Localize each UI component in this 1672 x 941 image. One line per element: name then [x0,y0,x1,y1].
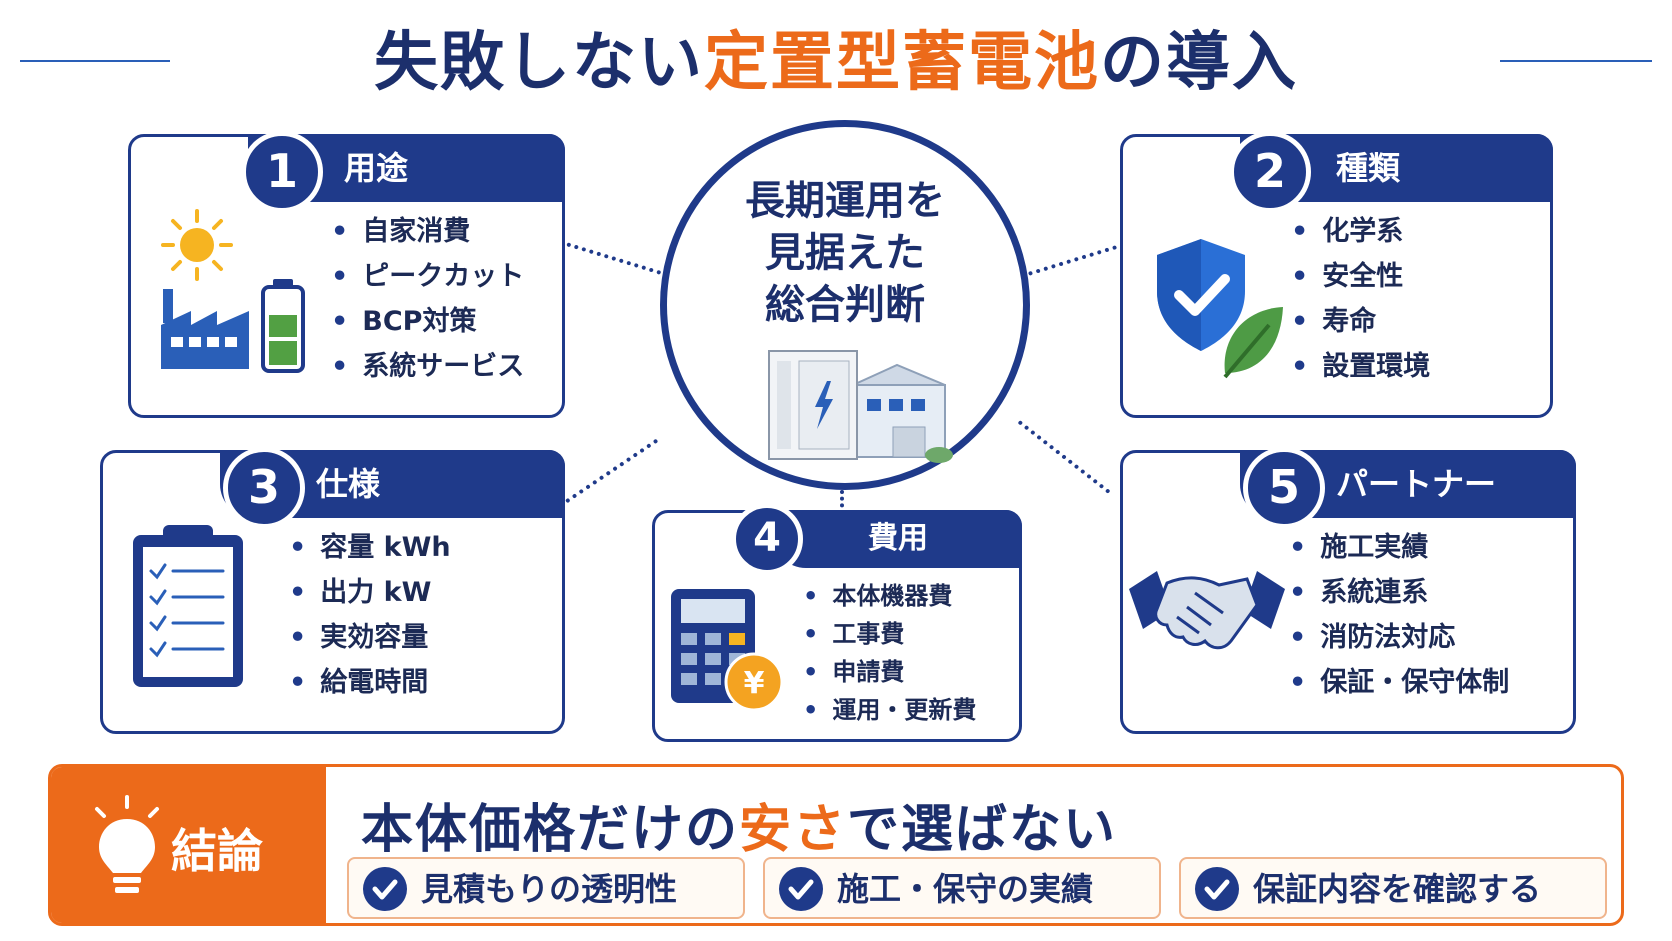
card-type-heading: 種類 [1336,149,1401,187]
check-item-3: 保証内容を確認する [1179,857,1607,919]
connector-2 [1028,245,1118,276]
battery-cabinet-icon [768,350,953,463]
title-rule-right [1500,60,1652,62]
conclusion-label: 結論 [171,824,263,878]
list-item: 系統連系 [1289,570,1509,615]
center-text: 長期運用を 見据えた 総合判断 [667,175,1023,331]
card-cost-number: 4 [731,503,803,575]
card-partner-heading: パートナー [1336,465,1497,503]
card-spec-heading: 仕様 [316,465,381,503]
card-cost-list: 本体機器費 工事費 申請費 運用・更新費 [803,577,976,729]
shield-check-icon [1157,239,1245,351]
card-usage-heading: 用途 [344,149,409,187]
check-circle-icon [1195,867,1239,911]
factory-icon [161,289,249,369]
list-item: 設置環境 [1291,344,1430,389]
card-spec-number: 3 [223,447,305,529]
list-item: 施工実績 [1289,525,1509,570]
card-cost-heading: 費用 [868,521,928,556]
check-item-label: 施工・保守の実績 [837,870,1094,908]
list-item: 保証・保守体制 [1289,660,1509,705]
list-item: 工事費 [803,615,976,653]
conclusion-main-suffix: で選ばない [847,800,1118,860]
list-item: 自家消費 [331,209,524,254]
list-item: 実効容量 [289,615,451,660]
conclusion-label-box: 結論 [51,767,326,923]
card-type: 種類 2 化学系 安全性 寿命 設置環境 [1120,131,1553,418]
check-item-label: 保証内容を確認する [1253,870,1542,908]
list-item: 安全性 [1291,254,1430,299]
conclusion-main-highlight: 安さ [739,800,848,860]
card-spec-list: 容量 kWh 出力 kW 実効容量 給電時間 [289,525,451,705]
title-prefix: 失敗しない [374,26,704,100]
page-title: 失敗しない定置型蓄電池の導入 [0,18,1672,108]
conclusion-panel: 結論 本体価格だけの安さで選ばない 見積もりの透明性 施工・保守の実績 保証内容… [48,764,1624,926]
connector-5 [1017,420,1111,494]
center-line-1: 長期運用を [745,178,945,224]
card-spec: 仕様 3 容量 kWh 出力 kW 実効容量 給電時間 [100,447,565,734]
list-item: 申請費 [803,653,976,691]
list-item: ピークカット [331,254,524,299]
card-cost-header: 費用 [772,510,1022,568]
list-item: 寿命 [1291,299,1430,344]
check-item-1: 見積もりの透明性 [347,857,745,919]
card-partner: パートナー 5 施工実績 系統連系 消防法対応 保証・保守体制 [1120,447,1576,734]
battery-icon [261,279,305,373]
card-usage-list: 自家消費 ピークカット BCP対策 系統サービス [331,209,524,389]
list-item: 運用・更新費 [803,691,976,729]
card-usage-number: 1 [241,131,323,213]
sun-icon [161,209,233,281]
conclusion-main-prefix: 本体価格だけの [361,800,740,860]
title-highlight: 定置型蓄電池 [704,26,1100,100]
title-suffix: の導入 [1100,26,1298,100]
connector-3 [565,438,659,504]
check-item-2: 施工・保守の実績 [763,857,1161,919]
card-type-number: 2 [1229,131,1311,213]
list-item: 本体機器費 [803,577,976,615]
list-item: BCP対策 [331,299,524,344]
svg-text:¥: ¥ [744,666,765,701]
list-item: 容量 kWh [289,525,450,570]
check-circle-icon [363,867,407,911]
leaf-icon [1223,307,1283,379]
check-item-label: 見積もりの透明性 [421,870,678,908]
list-item: 消防法対応 [1289,615,1509,660]
list-item: 給電時間 [289,660,451,705]
list-item: 出力 kW [289,570,451,615]
list-item: 化学系 [1291,209,1430,254]
clipboard-checklist-icon [133,525,243,687]
connector-1 [558,240,662,275]
check-circle-icon [779,867,823,911]
card-type-list: 化学系 安全性 寿命 設置環境 [1291,209,1430,389]
center-line-3: 総合判断 [765,282,925,328]
conclusion-main: 本体価格だけの安さで選ばない [361,787,1117,862]
center-circle: 長期運用を 見据えた 総合判断 [660,120,1030,490]
yen-coin-icon: ¥ [724,652,784,712]
card-usage: 用途 1 自家消費 ピークカット BCP対策 系統サービス [128,131,565,418]
card-partner-list: 施工実績 系統連系 消防法対応 保証・保守体制 [1289,525,1509,705]
card-partner-number: 5 [1243,447,1325,529]
card-cost: 費用 4 ¥ 本体機器費 工事費 申請費 運用・更新費 [652,503,1022,742]
center-line-2: 見据えた [765,230,925,276]
list-item: 系統サービス [331,344,524,389]
handshake-icon [1129,571,1285,650]
lightbulb-icon [95,795,159,893]
title-rule-left [20,60,170,62]
